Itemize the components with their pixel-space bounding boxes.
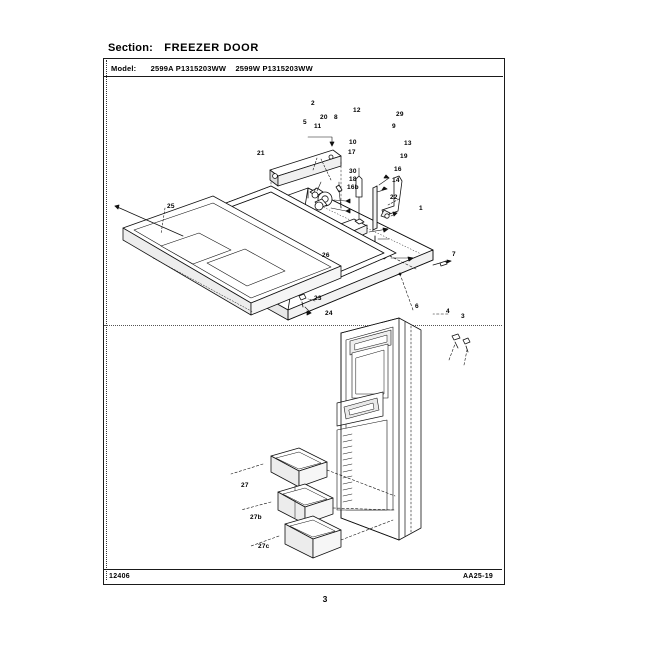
callout-9: 9 [392,123,396,130]
door-lever-13 [380,175,403,219]
callout-14: 14 [392,177,400,184]
section-label: Section: [108,42,153,54]
screw-24 [298,293,307,308]
model-label: Model: [111,64,137,73]
callout-20: 20 [320,114,328,121]
section-title: FREEZER DOOR [164,42,259,54]
callout-2: 2 [311,100,315,107]
callout-5: 5 [303,119,307,126]
dispenser-rod-assembly [372,185,378,231]
door-bin-upper [270,447,328,488]
footer-rule [104,569,502,570]
callout-1: 1 [419,205,423,212]
page-frame [103,58,505,585]
callout-19: 19 [400,153,408,160]
callout-7: 7 [452,251,456,258]
callout-22: 22 [390,194,398,201]
exploded-diagram-art [103,58,503,583]
callout-11: 11 [314,123,322,130]
callout-18: 18 [349,176,357,183]
door-bin-lower [284,515,342,559]
section-divider [104,325,502,326]
model-number-1: 2599A P1315203WW [150,64,227,73]
callout-29: 29 [396,111,404,118]
section-header: Section: FREEZER DOOR [108,42,259,54]
callout-16-lower: 16b [347,184,359,191]
callout-12: 12 [353,107,361,114]
callout-8: 8 [334,114,338,121]
screw-4 [451,333,461,349]
callout-24: 24 [325,310,333,317]
footer-left-code: 12406 [109,573,130,580]
door-pin-12 [355,175,363,221]
callout-17: 17 [348,149,356,156]
footer-right-code: AA25-19 [463,573,494,580]
callout-21: 21 [257,150,265,157]
callout-3: 3 [461,313,465,320]
callout-25: 25 [167,203,175,210]
callout-27-lower: 27c [258,543,270,550]
callout-4: 4 [446,308,450,315]
callout-26: 26 [322,252,330,259]
door-liner-tray [122,195,342,316]
screw-3 [462,337,471,353]
callout-16: 16 [394,166,402,173]
callout-27-upper: 27 [241,482,249,489]
callout-6: 6 [415,303,419,310]
callout-23: 23 [314,295,322,302]
door-bin-middle [277,483,334,525]
latch-hardware-cluster [309,184,343,211]
callout-30: 30 [349,168,357,175]
callout-10: 10 [349,139,357,146]
freezer-door-shell [336,317,422,541]
hinge-bracket-upper [269,149,342,235]
model-bar [103,58,503,77]
page-number: 3 [322,594,328,604]
callout-27-middle: 27b [250,514,262,521]
model-line: Model: 2599A P1315203WW 2599W P1315203WW [111,64,313,73]
model-number-2: 2599W P1315203WW [235,64,313,73]
callout-13: 13 [404,140,412,147]
page-frame-inner-rule [106,60,107,580]
